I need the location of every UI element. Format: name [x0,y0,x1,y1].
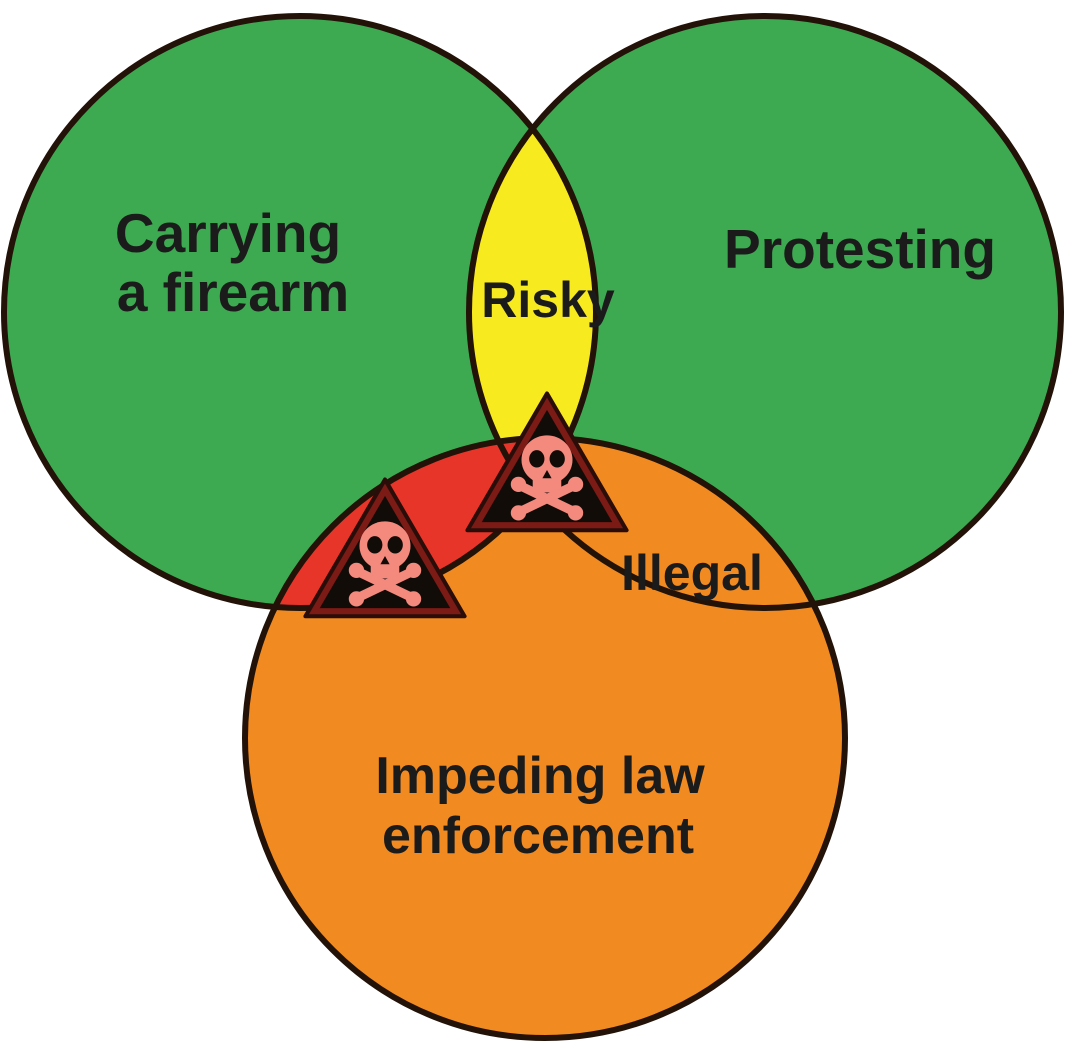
intersection-label-risky: Risky [481,272,615,328]
set-label-impeding-law-enforcement-line1: Impeding law [375,747,705,805]
set-outline-protesting [466,13,1064,611]
set-label-protesting: Protesting [724,218,996,280]
intersection-label-illegal: Illegal [621,545,763,601]
set-label-impeding-law-enforcement-line2: enforcement [382,807,694,865]
set-label-carrying-a-firearm-line1: Carrying [115,202,341,264]
set-outline-carrying-a-firearm [1,13,599,611]
set-label-carrying-a-firearm-line2: a firearm [117,261,349,323]
intersection-firearm-impeding [245,438,596,608]
